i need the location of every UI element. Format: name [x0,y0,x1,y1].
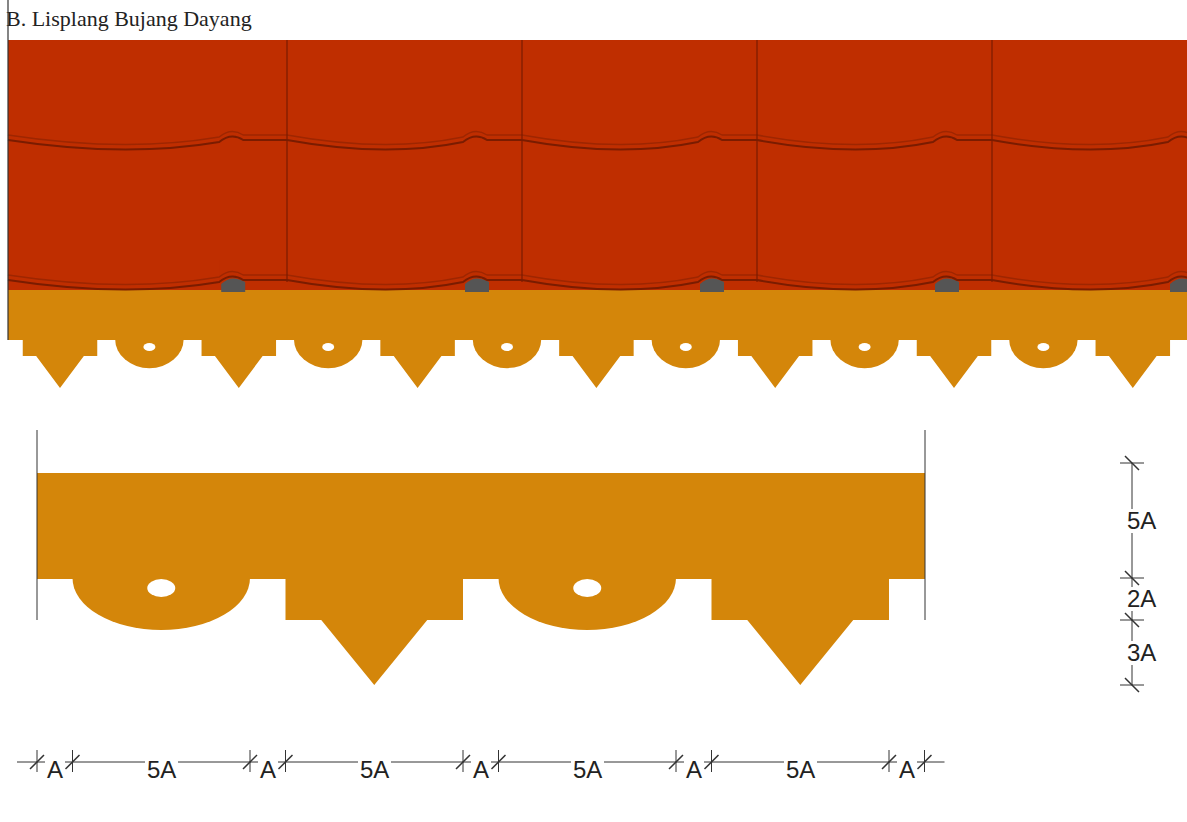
tile-edge-inner [287,131,522,144]
dimension-tick [498,750,499,772]
dimension-tick [1120,578,1144,579]
round-tab [73,578,251,630]
tile-edge [287,136,522,149]
dimension-label: 2A [1125,587,1158,611]
fascia-detail [37,473,925,579]
tile-edge [8,276,287,289]
dimension-label: A [897,758,917,782]
tile-gap [1170,278,1187,292]
tile-edge [287,276,522,289]
page-heading: B. Lisplang Bujang Dayang [6,8,252,30]
dimension-label: A [684,758,704,782]
tile-joint [991,40,992,282]
tile-edge-inner [8,131,287,144]
dimension-tick [1120,685,1144,686]
dimension-tick [285,750,286,772]
tile-edge-inner [992,131,1187,144]
tab-hole [147,579,175,597]
dimension-tick [250,750,251,772]
edge-line [7,0,8,340]
dimension-label: 5A [358,758,391,782]
dimension-tick [1120,463,1144,464]
dimension-label: A [258,758,278,782]
extension-line [925,430,926,620]
round-tab [115,339,184,368]
dimension-tick [676,750,677,772]
tab-hole [143,343,155,351]
dimension-label: 3A [1125,641,1158,665]
triangle-tooth [380,339,455,388]
dimension-tick [711,750,712,772]
triangle-tooth [286,578,464,685]
dimension-label: 5A [1125,509,1158,533]
round-tab [830,339,899,368]
fascia-board [8,288,1187,340]
tile-edge [522,136,757,149]
tile-gap [221,278,245,292]
tab-hole [501,343,513,351]
tile-edge-inner [287,271,522,284]
tile-edge-inner [522,271,757,284]
dimension-label: 5A [145,758,178,782]
dimension-label: A [471,758,491,782]
tile-joint [756,40,757,282]
triangle-tooth [738,339,813,388]
tile-edge-inner [757,131,992,144]
dimension-tick [463,750,464,772]
tab-hole [1037,343,1049,351]
tile-joint [521,40,522,282]
tile-edge [757,136,992,149]
round-tab [1009,339,1078,368]
tile-edge-inner [8,271,287,284]
triangle-tooth [23,339,98,388]
triangle-tooth [1096,339,1171,388]
dimension-tick [889,750,890,772]
tab-hole [680,343,692,351]
dimension-tick [72,750,73,772]
triangle-tooth [559,339,634,388]
round-tab [473,339,542,368]
tile-joint [286,40,287,282]
dimension-tick [924,750,925,772]
dimension-tick [1120,620,1144,621]
triangle-tooth [917,339,992,388]
tile-edge [522,276,757,289]
dimension-label: A [45,758,65,782]
dimension-tick [37,750,38,772]
tab-hole [322,343,334,351]
dimension-label: 5A [571,758,604,782]
triangle-tooth [712,578,890,685]
tab-hole [573,579,601,597]
tile-edge [8,136,287,149]
tab-hole [859,343,871,351]
tile-edge-inner [757,271,992,284]
dimension-label: 5A [784,758,817,782]
tile-gap [700,278,724,292]
triangle-tooth [202,339,276,388]
tile-edge-inner [522,131,757,144]
tile-gap [465,278,489,292]
tile-edge-inner [992,271,1187,284]
extension-line [37,430,38,620]
round-tab [499,578,677,630]
roof-tiles [8,40,1187,290]
round-tab [294,339,363,368]
tile-edge [757,276,992,289]
tile-gap [935,278,959,292]
round-tab [652,339,721,368]
